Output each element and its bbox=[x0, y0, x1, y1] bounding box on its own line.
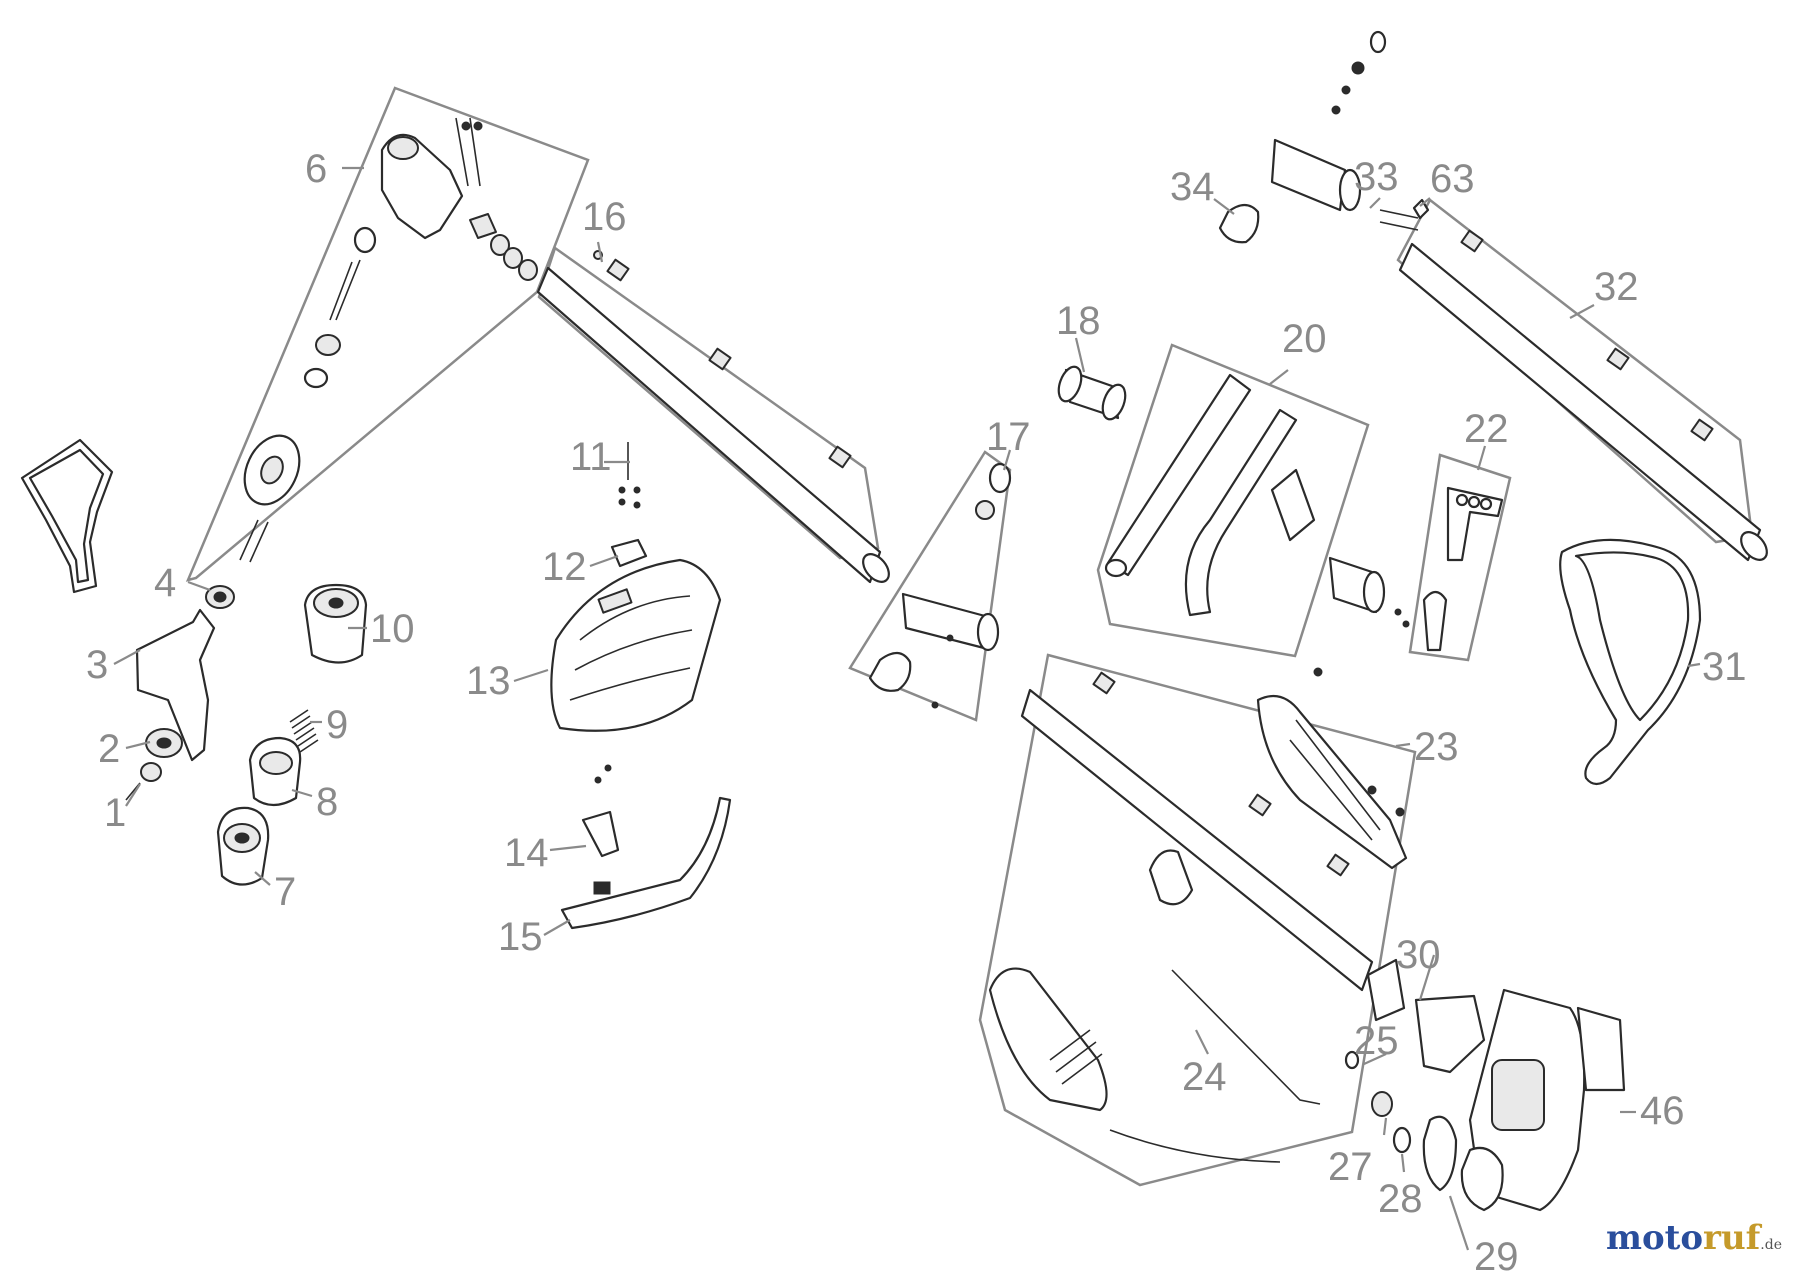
brand-name-b: ruf bbox=[1703, 1218, 1761, 1258]
bracket-12 bbox=[610, 538, 648, 568]
throttle-lever bbox=[1148, 849, 1194, 906]
label-part-10: 10 bbox=[370, 607, 415, 651]
group-box-6 bbox=[185, 86, 590, 582]
label-part-29: 29 bbox=[1474, 1235, 1519, 1272]
label-part-11: 11 bbox=[570, 435, 612, 479]
label-part-12: 12 bbox=[542, 545, 587, 589]
shaft-tube-16 bbox=[536, 245, 890, 584]
flange-29 bbox=[1422, 1115, 1458, 1192]
guard-13 bbox=[550, 558, 722, 732]
tube-30 bbox=[1366, 958, 1406, 1022]
label-part-31: 31 bbox=[1702, 645, 1747, 689]
bolts-11 bbox=[618, 442, 641, 509]
clamp-33-34 bbox=[1218, 30, 1430, 244]
label-part-13: 13 bbox=[466, 659, 511, 703]
label-part-16: 16 bbox=[582, 195, 627, 239]
group-box-22 bbox=[1408, 453, 1512, 662]
spring-9 bbox=[289, 709, 319, 753]
strap-31 bbox=[1559, 538, 1702, 786]
blade-guard-outline bbox=[20, 438, 114, 594]
group-box-20 bbox=[1096, 343, 1370, 658]
shaft-tube-lower bbox=[1020, 671, 1374, 992]
label-part-30: 30 bbox=[1396, 933, 1441, 977]
blade-3 bbox=[135, 608, 216, 762]
label-part-27: 27 bbox=[1328, 1145, 1373, 1189]
handle-bar-20 bbox=[1104, 373, 1386, 617]
rear-handle bbox=[988, 967, 1108, 1112]
knob-34 bbox=[1218, 203, 1260, 244]
bracket-14 bbox=[581, 810, 620, 858]
clamp-17 bbox=[868, 462, 1012, 709]
label-part-32: 32 bbox=[1594, 265, 1639, 309]
part-labels: 1 2 3 4 6 7 8 9 10 11 12 13 14 15 16 17 … bbox=[86, 147, 1747, 1272]
label-part-46: 46 bbox=[1640, 1089, 1685, 1133]
nut-1 bbox=[140, 762, 162, 782]
label-part-1: 1 bbox=[104, 791, 126, 835]
guard-extension-15 bbox=[560, 796, 732, 930]
throttle-housing-23 bbox=[1256, 667, 1408, 870]
label-part-23: 23 bbox=[1414, 725, 1459, 769]
shaft-tube-32 bbox=[1396, 198, 1768, 562]
label-part-14: 14 bbox=[504, 831, 549, 875]
label-part-34: 34 bbox=[1170, 165, 1215, 209]
engine-46 bbox=[1344, 958, 1626, 1212]
cable-24 bbox=[1171, 969, 1321, 1105]
label-part-15: 15 bbox=[498, 915, 543, 959]
knob-17 bbox=[868, 651, 912, 692]
label-part-2: 2 bbox=[98, 727, 120, 771]
label-part-3: 3 bbox=[86, 643, 108, 687]
group-box-23-24 bbox=[978, 653, 1417, 1187]
label-part-18: 18 bbox=[1056, 299, 1101, 343]
brand-suffix: .de bbox=[1760, 1237, 1782, 1253]
bearing-27 bbox=[1371, 1091, 1393, 1117]
label-part-9: 9 bbox=[326, 703, 348, 747]
washer-25 bbox=[1344, 1050, 1360, 1070]
label-part-25: 25 bbox=[1354, 1019, 1399, 1063]
label-part-63: 63 bbox=[1430, 157, 1475, 201]
label-part-20: 20 bbox=[1282, 317, 1327, 361]
label-part-7: 7 bbox=[274, 870, 296, 914]
label-part-6: 6 bbox=[305, 147, 327, 191]
ring-28 bbox=[1392, 1126, 1412, 1154]
brand-watermark: motoruf.de bbox=[1606, 1218, 1782, 1258]
grip-tube-18 bbox=[1057, 365, 1127, 421]
label-part-28: 28 bbox=[1378, 1177, 1423, 1221]
plate-22 bbox=[1394, 486, 1504, 652]
brand-name-a: moto bbox=[1605, 1218, 1704, 1258]
label-part-8: 8 bbox=[316, 780, 338, 824]
label-part-22: 22 bbox=[1464, 407, 1509, 451]
gearbox-housing bbox=[380, 133, 464, 240]
label-part-33: 33 bbox=[1354, 155, 1399, 199]
label-part-4: 4 bbox=[154, 561, 176, 605]
label-part-17: 17 bbox=[986, 415, 1031, 459]
label-part-24: 24 bbox=[1182, 1055, 1227, 1099]
leader-lines bbox=[113, 166, 1701, 1251]
clip-63 bbox=[1412, 198, 1430, 220]
